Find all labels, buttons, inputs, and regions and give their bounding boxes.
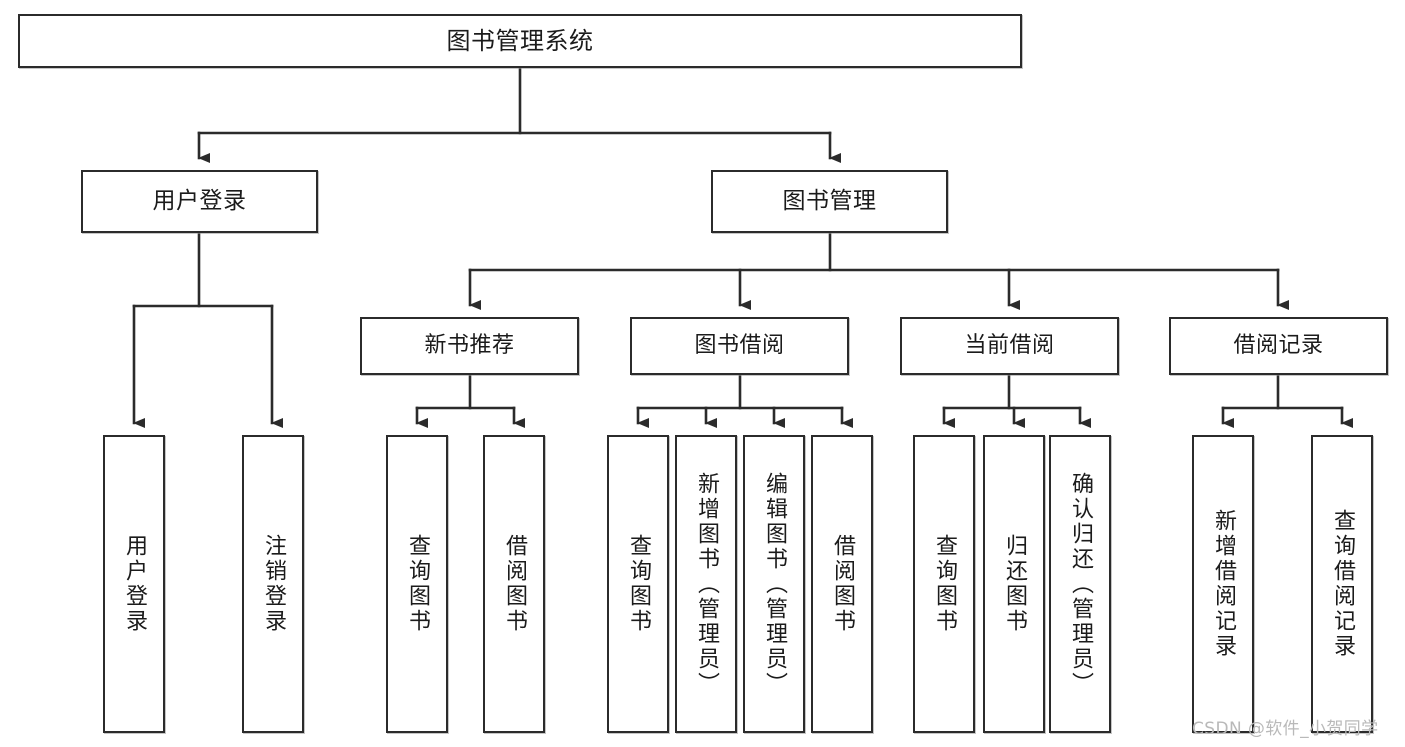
node-leaf-user-login[interactable]: 用户登录 bbox=[103, 435, 165, 733]
node-borrow-record[interactable]: 借阅记录 bbox=[1169, 317, 1388, 375]
node-leaf-user-login-label: 用户登录 bbox=[122, 534, 147, 634]
node-leaf-borrow-book-1-label: 借阅图书 bbox=[502, 534, 527, 634]
node-current-borrow[interactable]: 当前借阅 bbox=[900, 317, 1119, 375]
node-leaf-borrow-book-2[interactable]: 借阅图书 bbox=[811, 435, 873, 733]
node-user-login[interactable]: 用户登录 bbox=[81, 170, 318, 233]
node-leaf-query-book-3-label: 查询图书 bbox=[932, 534, 957, 634]
node-leaf-query-book-3[interactable]: 查询图书 bbox=[913, 435, 975, 733]
node-root[interactable]: 图书管理系统 bbox=[18, 14, 1022, 68]
node-new-book-rec-label: 新书推荐 bbox=[424, 333, 515, 359]
node-leaf-add-record-label: 新增借阅记录 bbox=[1211, 509, 1236, 659]
node-current-borrow-label: 当前借阅 bbox=[964, 333, 1055, 359]
node-leaf-logout-label: 注销登录 bbox=[261, 534, 286, 634]
node-leaf-add-record[interactable]: 新增借阅记录 bbox=[1192, 435, 1254, 733]
node-leaf-query-book-2-label: 查询图书 bbox=[626, 534, 651, 634]
node-user-login-label: 用户登录 bbox=[152, 187, 247, 214]
node-leaf-add-book-label: 新增图书（管理员） bbox=[694, 471, 719, 697]
node-leaf-query-record[interactable]: 查询借阅记录 bbox=[1311, 435, 1373, 733]
node-leaf-logout[interactable]: 注销登录 bbox=[242, 435, 304, 733]
node-leaf-query-book-1-label: 查询图书 bbox=[405, 534, 430, 634]
node-book-borrow-label: 图书借阅 bbox=[694, 333, 785, 359]
node-leaf-confirm-return-label: 确认归还（管理员） bbox=[1068, 471, 1093, 697]
watermark: CSDN @软件_小贺同学 bbox=[1192, 719, 1379, 739]
node-leaf-query-book-1[interactable]: 查询图书 bbox=[386, 435, 448, 733]
node-leaf-query-book-2[interactable]: 查询图书 bbox=[607, 435, 669, 733]
node-leaf-add-book[interactable]: 新增图书（管理员） bbox=[675, 435, 737, 733]
node-leaf-return-book[interactable]: 归还图书 bbox=[983, 435, 1045, 733]
node-leaf-return-book-label: 归还图书 bbox=[1002, 534, 1027, 634]
node-borrow-record-label: 借阅记录 bbox=[1233, 333, 1324, 359]
node-book-manage-label: 图书管理 bbox=[782, 187, 877, 214]
node-new-book-rec[interactable]: 新书推荐 bbox=[360, 317, 579, 375]
node-root-label: 图书管理系统 bbox=[446, 26, 594, 55]
node-book-manage[interactable]: 图书管理 bbox=[711, 170, 948, 233]
node-leaf-confirm-return[interactable]: 确认归还（管理员） bbox=[1049, 435, 1111, 733]
node-leaf-edit-book-label: 编辑图书（管理员） bbox=[762, 471, 787, 697]
node-leaf-edit-book[interactable]: 编辑图书（管理员） bbox=[743, 435, 805, 733]
node-book-borrow[interactable]: 图书借阅 bbox=[630, 317, 849, 375]
node-leaf-query-record-label: 查询借阅记录 bbox=[1330, 509, 1355, 659]
node-leaf-borrow-book-1[interactable]: 借阅图书 bbox=[483, 435, 545, 733]
node-leaf-borrow-book-2-label: 借阅图书 bbox=[830, 534, 855, 634]
